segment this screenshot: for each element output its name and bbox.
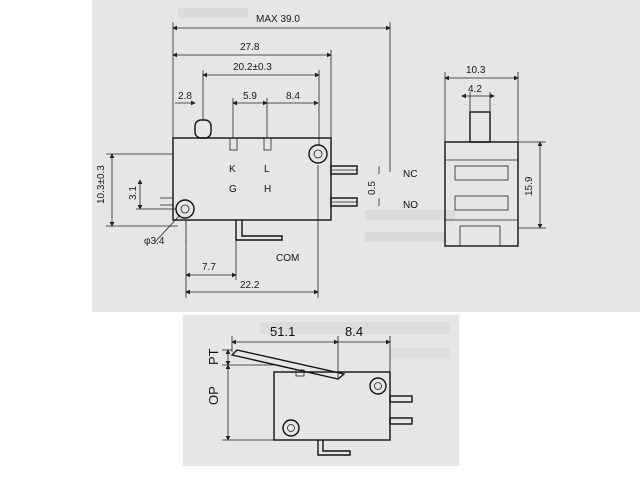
- plunger: [194, 119, 212, 139]
- com-terminal: [235, 220, 283, 241]
- switch-body: [172, 137, 332, 221]
- lever-arm: [230, 349, 346, 380]
- label-k: K: [229, 164, 236, 175]
- dim-side-width-inner: 4.2: [468, 84, 482, 95]
- dim-terminal-gap: 0.5: [367, 181, 378, 195]
- label-no: NO: [403, 200, 418, 211]
- mounting-hole-left: [175, 199, 195, 219]
- background-bleed-through: [178, 8, 455, 358]
- dim-base-length: 22.2: [240, 280, 260, 291]
- side-view-drawing: [444, 72, 546, 247]
- label-l: L: [264, 164, 270, 175]
- label-com: COM: [276, 253, 299, 264]
- lever-view-drawing: [222, 336, 413, 456]
- label-g: G: [229, 184, 237, 195]
- dim-lever-length: 51.1: [270, 324, 295, 339]
- label-nc: NC: [403, 169, 417, 180]
- lever-switch-body: [273, 371, 391, 441]
- dim-offset-b: 8.4: [286, 91, 300, 102]
- dim-offset-a: 2.8: [178, 91, 192, 102]
- dim-hole-diameter: φ3.4: [144, 236, 165, 247]
- mounting-hole-right: [308, 144, 328, 164]
- dim-max-length: MAX 39.0: [256, 14, 300, 25]
- top-view-drawing: [106, 22, 391, 298]
- dim-height-tolerance: 10.3±0.3: [96, 165, 107, 204]
- label-op: OP: [206, 386, 221, 405]
- dim-side-width-total: 10.3: [466, 65, 486, 76]
- dim-side-height: 15.9: [524, 176, 535, 196]
- dim-lever-offset: 8.4: [345, 324, 363, 339]
- dim-spacing-kl: 5.9: [243, 91, 257, 102]
- dim-terminal-span: 20.2±0.3: [233, 62, 272, 73]
- label-h: H: [264, 184, 271, 195]
- dim-hole-offset: 3.1: [128, 186, 139, 200]
- dim-com-offset: 7.7: [202, 262, 216, 273]
- label-pt: PT: [206, 348, 221, 365]
- top-panel-background: [92, 0, 640, 312]
- side-plunger: [469, 111, 491, 143]
- dim-overall-length: 27.8: [240, 42, 260, 53]
